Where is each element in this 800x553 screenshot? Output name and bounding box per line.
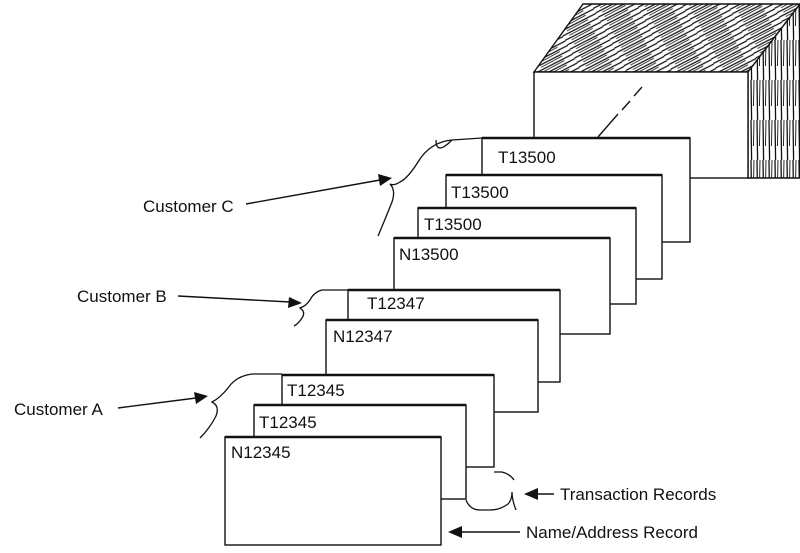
- arrow-icon: [288, 297, 302, 308]
- arrow-icon: [194, 392, 208, 404]
- arrow-icon: [378, 174, 392, 186]
- arrow-icon: [448, 526, 462, 538]
- customer-c-label: Customer C: [143, 197, 234, 216]
- record-id: T12345: [259, 413, 317, 432]
- record-id: T12345: [287, 381, 345, 400]
- legend-transaction-records: Transaction Records: [524, 485, 716, 504]
- name-address-record-label: Name/Address Record: [526, 523, 698, 542]
- customer-b-label: Customer B: [77, 287, 167, 306]
- transaction-records-label: Transaction Records: [560, 485, 716, 504]
- brace-customer-a: [199, 373, 282, 439]
- brace-customer-c: [377, 137, 483, 237]
- record-id: T13500: [451, 183, 509, 202]
- box-dash-line: [597, 86, 643, 138]
- label-customer-c: Customer C: [143, 174, 392, 216]
- record-id: N12345: [231, 443, 291, 462]
- brace-transactions: [465, 471, 517, 511]
- label-customer-b: Customer B: [77, 287, 302, 308]
- record-id: T13500: [498, 148, 556, 167]
- record-id: T13500: [424, 215, 482, 234]
- record-card: N12345: [224, 435, 442, 546]
- brace-customer-b: [293, 289, 348, 327]
- customer-a-label: Customer A: [14, 400, 103, 419]
- arrow-icon: [524, 488, 538, 500]
- record-id: N12347: [333, 327, 393, 346]
- legend-name-address-record: Name/Address Record: [448, 523, 698, 542]
- record-cards: T13500 T13500 T13500 N13500 T12347 N1234…: [224, 136, 691, 546]
- label-customer-a: Customer A: [14, 392, 208, 419]
- record-id: N13500: [399, 245, 459, 264]
- record-id: T12347: [367, 294, 425, 313]
